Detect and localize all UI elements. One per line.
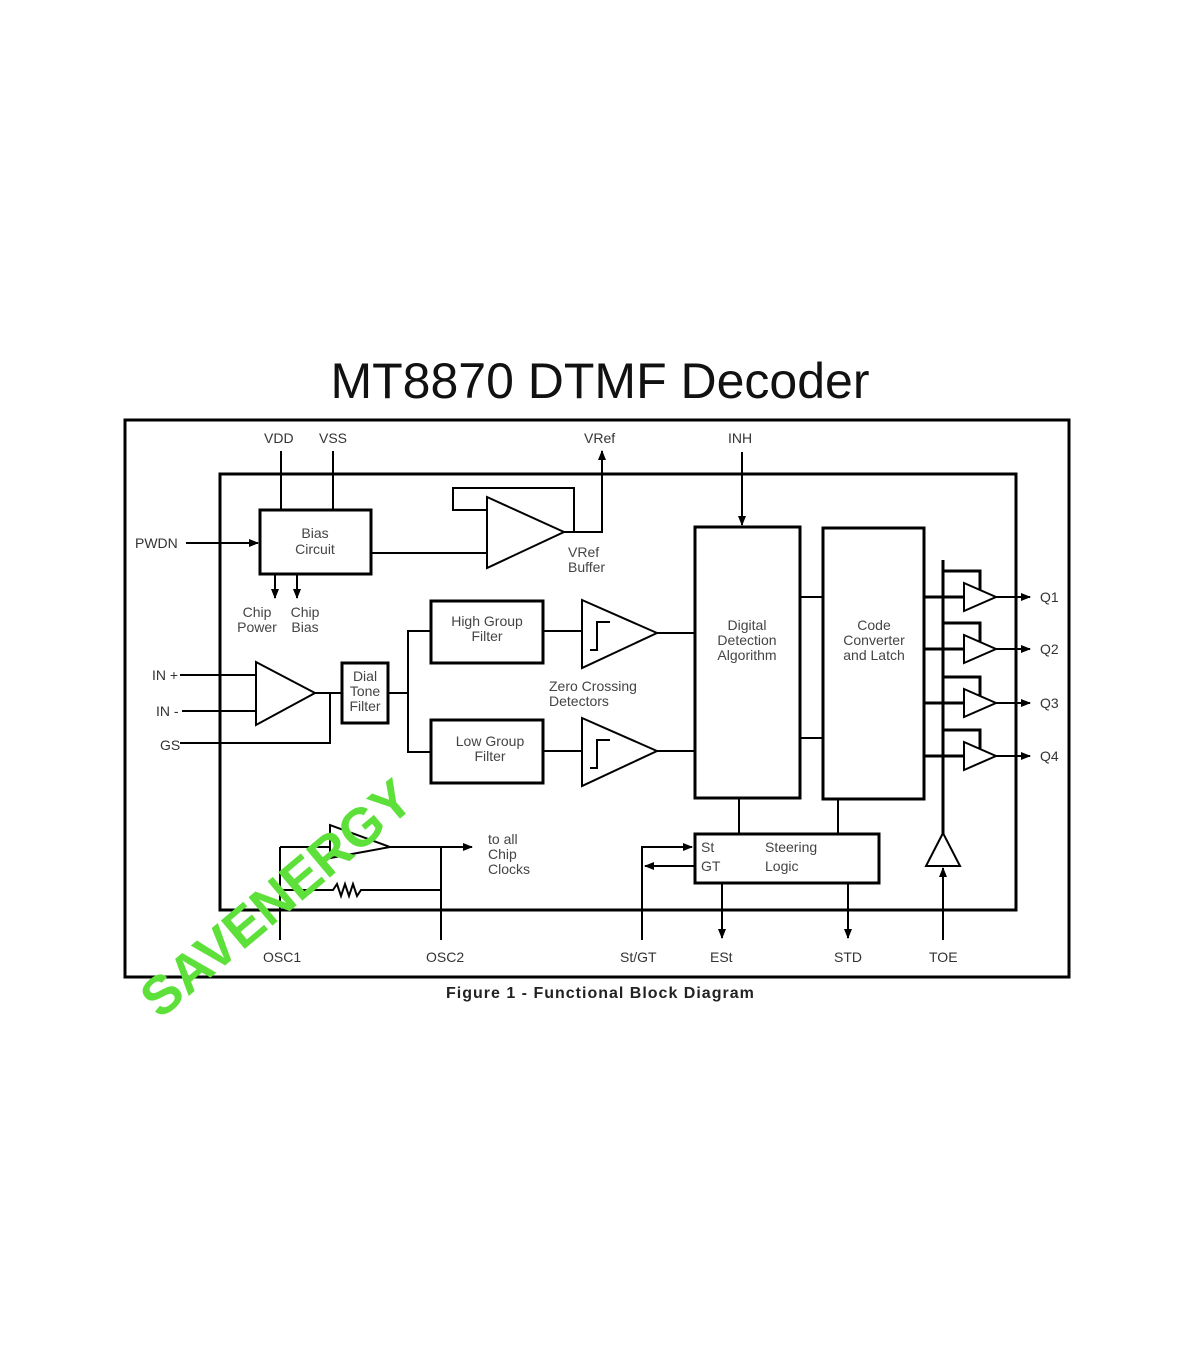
bias-label-1: Bias: [301, 525, 328, 541]
digital-detection-label-2: Detection: [717, 632, 776, 648]
clocks-label-1: to all: [488, 831, 518, 847]
clocks-label-3: Clocks: [488, 861, 530, 877]
chip-power-label-1: Chip: [243, 604, 272, 620]
dial-tone-label-3: Filter: [349, 698, 380, 714]
oscillator-amp: [329, 823, 394, 860]
high-zero-crossing-detector: [581, 598, 660, 670]
pin-std: STD: [834, 949, 862, 965]
digital-detection-label-3: Algorithm: [717, 647, 776, 663]
zero-crossing-label-2: Detectors: [549, 693, 609, 709]
steering-st-pin: St: [701, 839, 714, 855]
low-group-filter-block: [429, 718, 545, 785]
code-converter-block: [821, 526, 926, 801]
low-zero-crossing-detector: [581, 716, 660, 788]
chip-boundary: [218, 472, 1018, 912]
chip-bias-label-2: Bias: [291, 619, 318, 635]
chip-power-label-2: Power: [237, 619, 277, 635]
digital-detection-label-1: Digital: [728, 617, 767, 633]
vref-buffer-amp: [486, 495, 567, 570]
outer-frame: [123, 418, 1071, 979]
low-group-label-2: Filter: [474, 748, 505, 764]
bias-label-2: Circuit: [295, 541, 335, 557]
toe-buffer: [924, 830, 962, 867]
high-group-filter-block: [429, 599, 545, 665]
pin-osc2: OSC2: [426, 949, 464, 965]
figure-caption: Figure 1 - Functional Block Diagram: [446, 985, 755, 1002]
code-converter-label-1: Code: [857, 617, 891, 633]
dial-tone-label-2: Tone: [350, 683, 381, 699]
pin-est: ESt: [710, 949, 733, 965]
high-group-label-2: Filter: [471, 628, 502, 644]
chip-bias-label-1: Chip: [291, 604, 320, 620]
steering-label-2: Logic: [765, 858, 798, 874]
steering-gt-pin: GT: [701, 858, 721, 874]
input-op-amp: [255, 660, 318, 727]
dial-tone-label-1: Dial: [353, 668, 377, 684]
bias-circuit-block: [258, 508, 373, 576]
vref-buffer-label-1: VRef: [568, 544, 599, 560]
clocks-label-2: Chip: [488, 846, 517, 862]
steering-logic-block: [693, 832, 881, 885]
pin-q3: Q3: [1040, 695, 1059, 711]
pin-in-plus: IN +: [152, 667, 178, 683]
pin-osc1: OSC1: [263, 949, 301, 965]
pin-q1: Q1: [1040, 589, 1059, 605]
pin-q2: Q2: [1040, 641, 1059, 657]
page-title: MT8870 DTMF Decoder: [330, 353, 870, 409]
pin-gs: GS: [160, 737, 180, 753]
oscillator-resistor: [280, 880, 441, 900]
steering-label-1: Steering: [765, 839, 817, 855]
zero-crossing-label-1: Zero Crossing: [549, 678, 637, 694]
pin-st-gt: St/GT: [620, 949, 657, 965]
watermark: SAVENERGY: [129, 768, 424, 1029]
pin-q4: Q4: [1040, 748, 1059, 764]
pin-vref: VRef: [584, 430, 615, 446]
dial-tone-filter-block: [340, 661, 390, 725]
low-group-label-1: Low Group: [456, 733, 525, 749]
pin-in-minus: IN -: [156, 703, 179, 719]
pin-vdd: VDD: [264, 430, 294, 446]
code-converter-label-2: Converter: [843, 632, 905, 648]
vref-buffer-label-2: Buffer: [568, 559, 605, 575]
pin-vss: VSS: [319, 430, 347, 446]
pin-toe: TOE: [929, 949, 958, 965]
digital-detection-block: [693, 525, 802, 800]
pin-inh: INH: [728, 430, 752, 446]
code-converter-label-3: and Latch: [843, 647, 905, 663]
pin-pwdn: PWDN: [135, 535, 178, 551]
high-group-label-1: High Group: [451, 613, 523, 629]
